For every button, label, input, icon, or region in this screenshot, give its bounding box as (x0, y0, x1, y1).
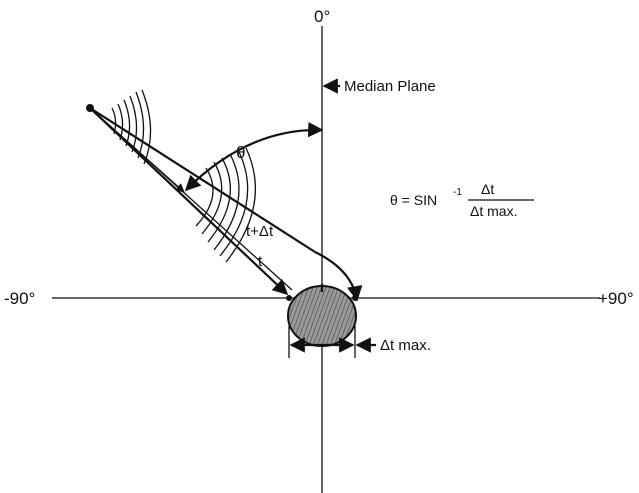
formula-numerator: Δt (481, 181, 494, 197)
median-plane-label: Median Plane (344, 78, 436, 95)
top-angle-label: 0° (314, 7, 330, 26)
formula-lhs: θ = SIN (390, 192, 437, 208)
path-near-label: t (258, 253, 263, 270)
ray-to-far-ear (89, 107, 316, 253)
theta-arc (184, 121, 324, 192)
ray-far-ear-wrap (314, 251, 363, 302)
right-ear (352, 295, 358, 301)
left-ear (286, 295, 292, 301)
formula: θ = SIN -1 Δt Δt max. (390, 181, 534, 219)
wavefronts-mid-path (195, 147, 256, 263)
right-angle-label: +90° (598, 289, 634, 308)
head (287, 285, 357, 347)
formula-denominator: Δt max. (470, 203, 517, 219)
formula-exponent: -1 (453, 187, 462, 198)
left-angle-label: -90° (4, 289, 35, 308)
ray-wavefront-guide (89, 107, 293, 291)
path-far-label: t+Δt (246, 223, 274, 240)
theta-label: θ (236, 143, 245, 162)
ray-to-near-ear (89, 107, 289, 296)
dt-max-label: Δt max. (380, 337, 431, 354)
